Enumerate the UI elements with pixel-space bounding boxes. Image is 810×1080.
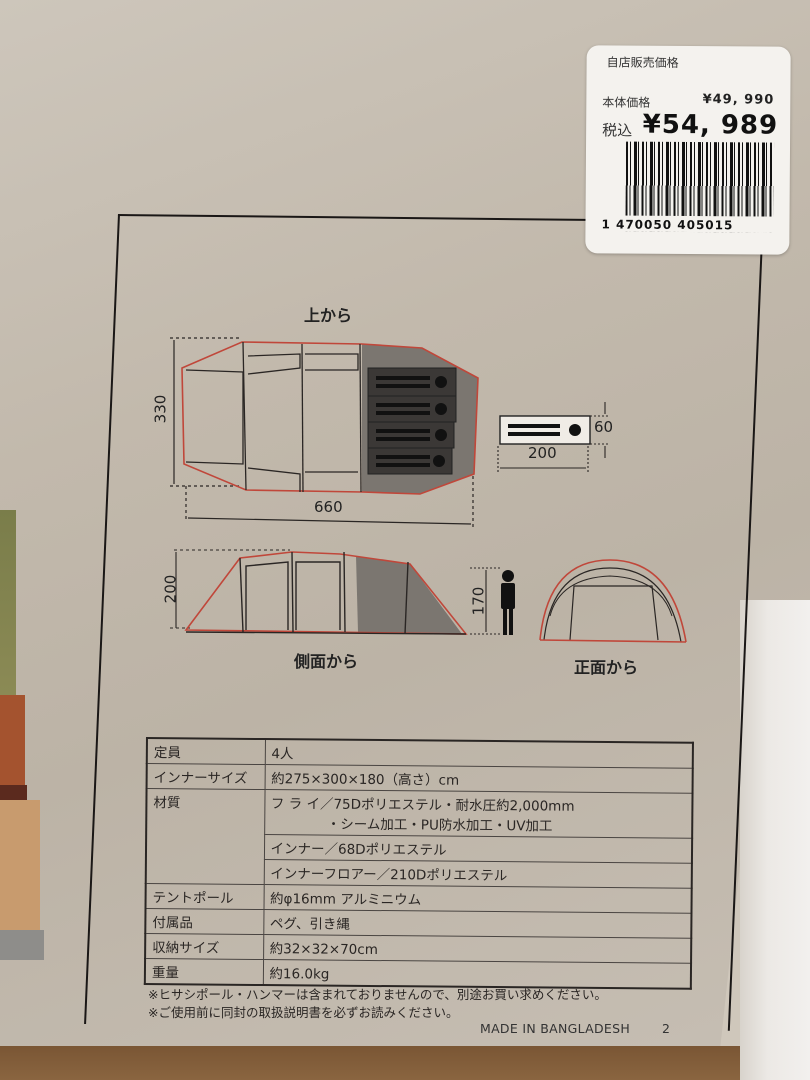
notes: ※ヒサシポール・ハンマーは含まれておりませんので、別途お買い求めください。 ※ご… [148,986,607,1022]
spec-key: 付属品 [145,908,264,935]
material-fly: フ ラ イ／75Dポリエステル・耐水圧約2,000mm [270,796,575,815]
pad-width-dim: 60 [594,418,614,436]
background-wall [740,600,810,1080]
price-sticker: 自店販売価格 本体価格 ¥49, 990 税込 ¥54, 989 1 47005… [585,45,791,255]
table-row: 重量 約16.0kg [144,958,692,989]
top-width-dim: 330 [151,394,170,424]
spec-key: インナーサイズ [146,763,265,790]
spec-value: 約275×300×180（高さ）cm [264,764,693,794]
tax-included-price: ¥54, 989 [642,109,779,141]
photo-strip-tan [0,800,40,950]
person-height-dim: 170 [469,586,488,616]
spec-value: 約32×32×70cm [263,934,692,964]
base-price: ¥49, 990 [702,92,775,108]
spec-key: 定員 [146,738,265,765]
base-price-label: 本体価格 [602,95,651,110]
photo-strip-dark [0,785,27,803]
store-price-label: 自店販売価格 [606,55,679,70]
note-line: ※ご使用前に同封の取扱説明書を必ずお読みください。 [148,1005,459,1020]
page-number: 2 [662,1021,670,1036]
tent-drawing-icon [170,337,687,643]
photo-strip-grass [0,510,16,695]
side-height-dim: 200 [161,574,180,604]
spec-key: 重量 [144,958,264,986]
box-bottom-edge [0,1046,740,1080]
material-fly-treatments: ・シーム加工・PU防水加工・UV加工 [326,816,553,835]
spec-value: ペグ、引き縄 [263,909,692,939]
tax-included-label: 税込 [602,121,633,140]
spec-value: インナーフロアー／210Dポリエステル [263,859,692,889]
spec-value: 約φ16mm アルミニウム [263,884,692,914]
spec-key: 材質 [145,788,265,885]
tent-diagram: 上から 330 660 200 60 200 170 側面から 正面から [140,296,700,686]
spec-key: 収納サイズ [145,933,264,960]
top-view-title: 上から [304,306,353,325]
barcode-number: 1 470050 405015 [601,215,782,233]
spec-value: 4人 [264,739,693,769]
note-line: ※ヒサシポール・ハンマーは含まれておりませんので、別途お買い求めください。 [148,987,607,1002]
spec-value: フ ラ イ／75Dポリエステル・耐水圧約2,000mm ・シーム加工・PU防水加… [264,789,693,839]
front-view-title: 正面から [574,658,639,677]
pad-length-dim: 200 [528,444,557,462]
top-length-dim: 660 [314,498,343,516]
made-in-label: MADE IN BANGLADESH [480,1021,631,1036]
table-row: 材質 フ ラ イ／75Dポリエステル・耐水圧約2,000mm ・シーム加工・PU… [145,788,693,885]
spec-table: 定員 4人 インナーサイズ 約275×300×180（高さ）cm 材質 フ ラ … [143,737,694,990]
photo-strip-gray [0,930,44,960]
spec-value: 約16.0kg [262,959,692,989]
spec-key: テントポール [145,883,264,910]
spec-value: インナー／68Dポリエステル [263,834,693,864]
side-view-title: 側面から [294,652,359,671]
